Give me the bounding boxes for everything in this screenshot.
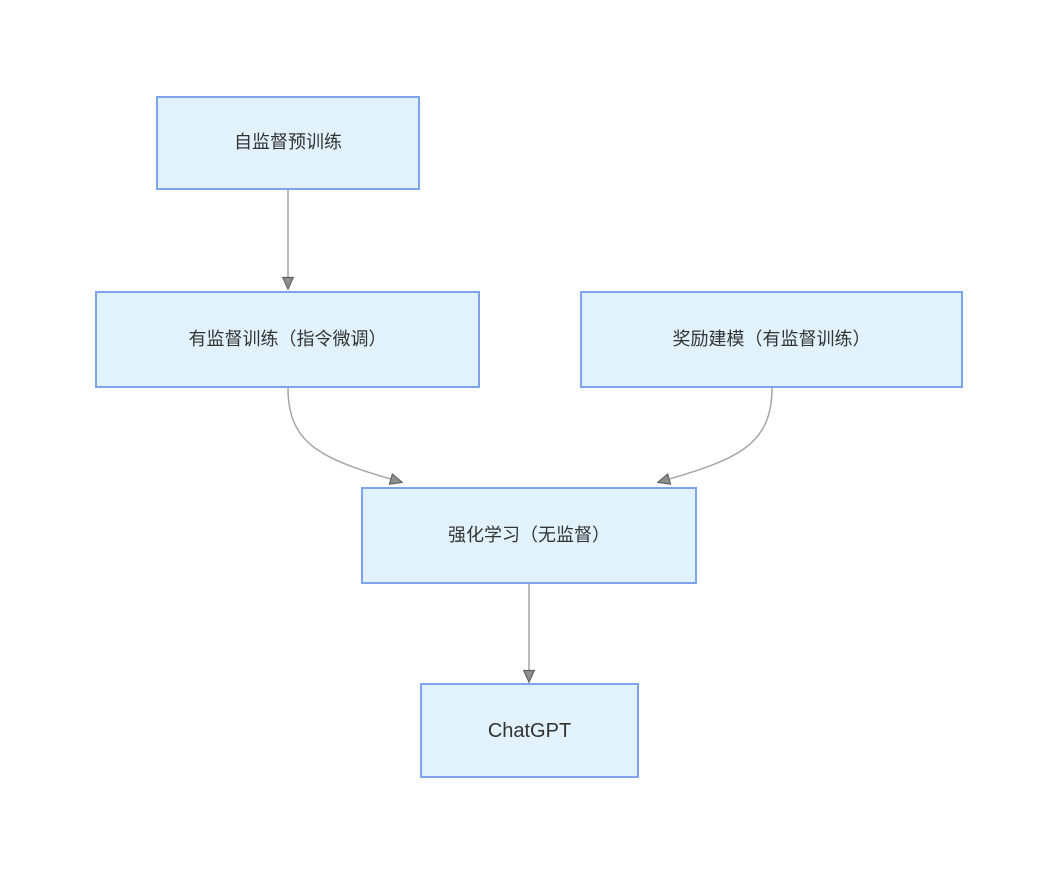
node-chatgpt: ChatGPT	[420, 683, 639, 778]
node-label: 有监督训练（指令微调）	[188, 328, 387, 349]
node-reinforcement-learning: 强化学习（无监督）	[361, 487, 697, 584]
node-supervised-training-instruction-tuning: 有监督训练（指令微调）	[95, 291, 480, 388]
node-label: ChatGPT	[487, 719, 572, 742]
node-reward-modeling: 奖励建模（有监督训练）	[580, 291, 963, 388]
node-label: 自监督预训练	[234, 132, 342, 153]
node-label: 奖励建模（有监督训练）	[672, 328, 871, 349]
node-label: 强化学习（无监督）	[448, 524, 610, 545]
edge-reward-to-rl	[659, 387, 773, 482]
node-self-supervised-pretraining: 自监督预训练	[156, 96, 420, 190]
edge-sft-to-rl	[287, 387, 401, 482]
